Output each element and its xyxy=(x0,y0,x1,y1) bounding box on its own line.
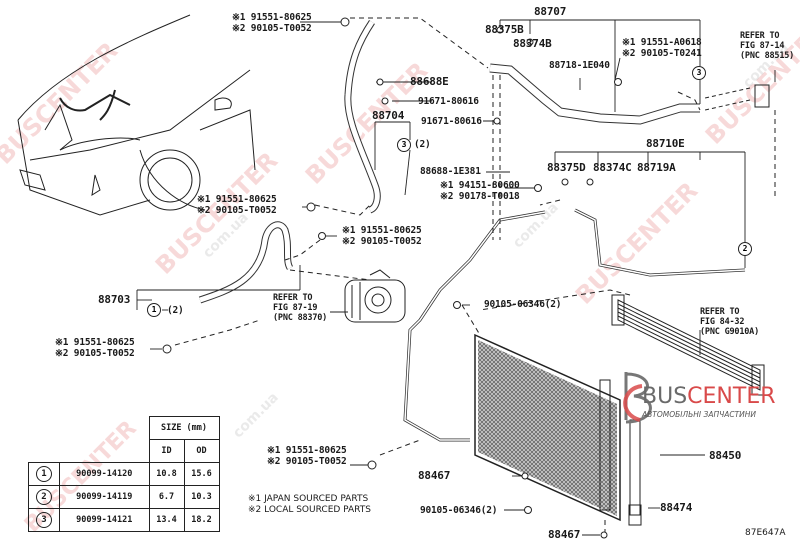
part-88375B: 88375B xyxy=(485,23,524,36)
row-od: 10.3 xyxy=(183,485,220,509)
row-part: 90099-14120 xyxy=(59,462,150,486)
bolt-label-local: ※2 90105-T0052 xyxy=(55,348,135,359)
bolt-label-japan: ※1 91551-A0618 xyxy=(622,37,702,48)
col-id: ID xyxy=(148,439,185,463)
row-id: 6.7 xyxy=(148,485,185,509)
legend-local: ※2 LOCAL SOURCED PARTS xyxy=(248,505,371,515)
row-od: 15.6 xyxy=(183,462,220,486)
part-88707: 88707 xyxy=(534,5,567,18)
callout-2: 2 xyxy=(738,242,752,256)
buscenter-logo: BUSCENTER АВТОМОБІЛЬНІ ЗАПЧАСТИНИ xyxy=(612,368,792,428)
row-id: 13.4 xyxy=(148,508,185,532)
bolt-label-local: ※2 90105-T0052 xyxy=(232,23,312,34)
bolt-label-local: ※2 90105-T0241 xyxy=(622,48,702,59)
condenser xyxy=(474,333,621,522)
part-88704: 88704 xyxy=(372,109,405,122)
part-88474: 88474 xyxy=(660,501,693,514)
row-od: 18.2 xyxy=(183,508,220,532)
car-illustration xyxy=(17,14,256,216)
row-mark: 1 xyxy=(36,466,52,482)
bolt-label-local: ※2 90105-T0052 xyxy=(267,456,347,467)
refer-to-pnc: (PNC 88370) xyxy=(273,313,328,323)
table-row: 3 90099-14121 13.4 18.2 xyxy=(28,508,220,532)
callout-3: 3 xyxy=(397,138,411,152)
part-88703: 88703 xyxy=(98,293,131,306)
part-91671-80616: 91671-80616 xyxy=(418,96,479,107)
part-91671-80616: 91671-80616 xyxy=(421,116,482,127)
refer-to-fig: FIG 87-19 xyxy=(273,303,318,313)
bolt-label-local: ※2 90178-T0018 xyxy=(440,191,520,202)
row-mark: 2 xyxy=(36,489,52,505)
bolt-label-japan: ※1 91551-80625 xyxy=(55,337,135,348)
part-88467: 88467 xyxy=(548,528,581,541)
size-header: SIZE (mm) xyxy=(148,416,220,440)
refer-to-pnc: (PNC 88515) xyxy=(740,51,795,61)
part-88688E: 88688E xyxy=(410,75,449,88)
row-part: 90099-14121 xyxy=(59,508,150,532)
refer-to-label: REFER TO xyxy=(273,293,313,303)
table-row: 1 90099-14120 10.8 15.6 xyxy=(28,462,220,486)
bolt-label-japan: ※1 91551-80625 xyxy=(232,12,312,23)
part-88374C: 88374C xyxy=(593,161,632,174)
bolt-label-japan: ※1 91551-80625 xyxy=(342,225,422,236)
refer-to-label: REFER TO xyxy=(740,31,780,41)
hose-size-table: SIZE (mm) ID OD 1 90099-14120 10.8 15.6 … xyxy=(28,416,220,532)
part-90105-06346: 90105-06346(2) xyxy=(484,299,562,310)
quantity-label: (2) xyxy=(414,139,431,150)
part-88450: 88450 xyxy=(709,449,742,462)
logo-tagline: АВТОМОБІЛЬНІ ЗАПЧАСТИНИ xyxy=(642,410,757,419)
bolt-label-local: ※2 90105-T0052 xyxy=(342,236,422,247)
refer-to-pnc: (PNC G9010A) xyxy=(700,327,760,337)
refer-to-fig: FIG 84-32 xyxy=(700,317,745,327)
row-part: 90099-14119 xyxy=(59,485,150,509)
col-od: OD xyxy=(183,439,220,463)
cooler xyxy=(611,294,765,396)
quantity-label: (2) xyxy=(167,305,184,316)
compressor xyxy=(344,269,406,323)
part-88375D: 88375D xyxy=(547,161,586,174)
bolt-label-local: ※2 90105-T0052 xyxy=(197,205,277,216)
table-row: 2 90099-14119 6.7 10.3 xyxy=(28,485,220,509)
row-id: 10.8 xyxy=(148,462,185,486)
part-88718-1E040: 88718-1E040 xyxy=(549,60,610,71)
refer-to-fig: FIG 87-14 xyxy=(740,41,785,51)
bolt-label-japan: ※1 91551-80625 xyxy=(267,445,347,456)
refer-to-label: REFER TO xyxy=(700,307,740,317)
logo-wordmark: BUSCENTER xyxy=(642,384,776,409)
part-88719A: 88719A xyxy=(637,161,676,174)
callout-1: 1 xyxy=(147,303,161,317)
bolt-label-japan: ※1 94151-80600 xyxy=(440,180,520,191)
callout-3: 3 xyxy=(692,66,706,80)
part-88710E: 88710E xyxy=(646,137,685,150)
bolt-label-japan: ※1 91551-80625 xyxy=(197,194,277,205)
part-88467: 88467 xyxy=(418,469,451,482)
row-mark: 3 xyxy=(36,512,52,528)
legend-japan: ※1 JAPAN SOURCED PARTS xyxy=(248,494,369,504)
logo-mark-icon xyxy=(623,372,652,424)
figure-code: 87E647A xyxy=(745,528,786,538)
part-88688-1E381: 88688-1E381 xyxy=(420,166,481,177)
part-88374B: 88374B xyxy=(513,37,552,50)
part-90105-06346: 90105-06346(2) xyxy=(420,505,498,516)
